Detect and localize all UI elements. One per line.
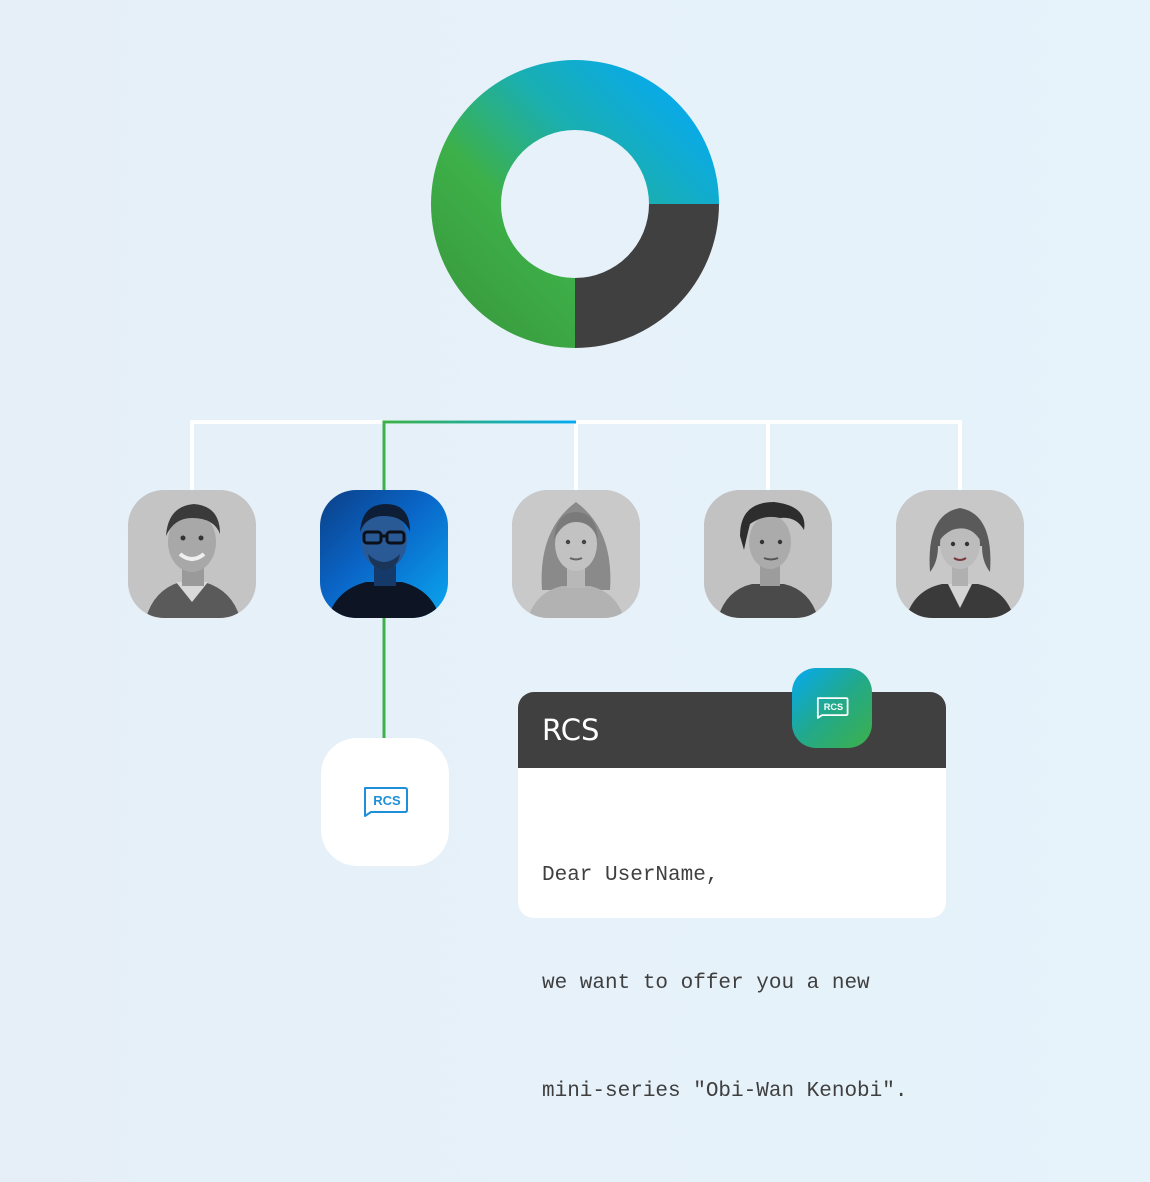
man-with-glasses-photo-icon [328, 504, 440, 618]
rcs-message-card: RCS RCS Dear UserName, we want to offer … [518, 668, 946, 1103]
smiling-man-photo-icon [128, 490, 256, 618]
donut-chart [431, 60, 719, 348]
connector-lines [382, 346, 962, 740]
donut-slice-dark [575, 204, 719, 348]
young-man-photo-icon [704, 490, 832, 618]
message-line-1: Dear UserName, [542, 864, 719, 887]
message-badge: RCS [792, 668, 872, 748]
message-line-2: we want to offer you a new [542, 972, 870, 995]
avatar-3[interactable] [512, 490, 640, 618]
highlight-branch [382, 420, 576, 492]
avatar-1[interactable] [128, 490, 256, 618]
rcs-message-icon: RCS [816, 697, 849, 719]
rcs-channel-icon-box[interactable]: RCS [321, 738, 449, 866]
badge-label: RCS [824, 702, 843, 712]
avatar-4[interactable] [704, 490, 832, 618]
woman-photo-icon [512, 490, 640, 618]
branch-line-4-5 [576, 420, 962, 492]
avatar-2-selected[interactable] [320, 490, 448, 618]
avatar-5[interactable] [896, 490, 1024, 618]
message-body: Dear UserName, we want to offer you a ne… [542, 786, 907, 1182]
donut-slice-main [431, 60, 719, 348]
businesswoman-photo-icon [896, 490, 1024, 618]
message-line-3: mini-series "Obi-Wan Kenobi". [542, 1080, 908, 1103]
rcs-icon-label: RCS [373, 793, 401, 808]
message-title: RCS [542, 713, 600, 747]
rcs-message-icon: RCS [364, 787, 408, 817]
message-header: RCS [518, 692, 946, 768]
